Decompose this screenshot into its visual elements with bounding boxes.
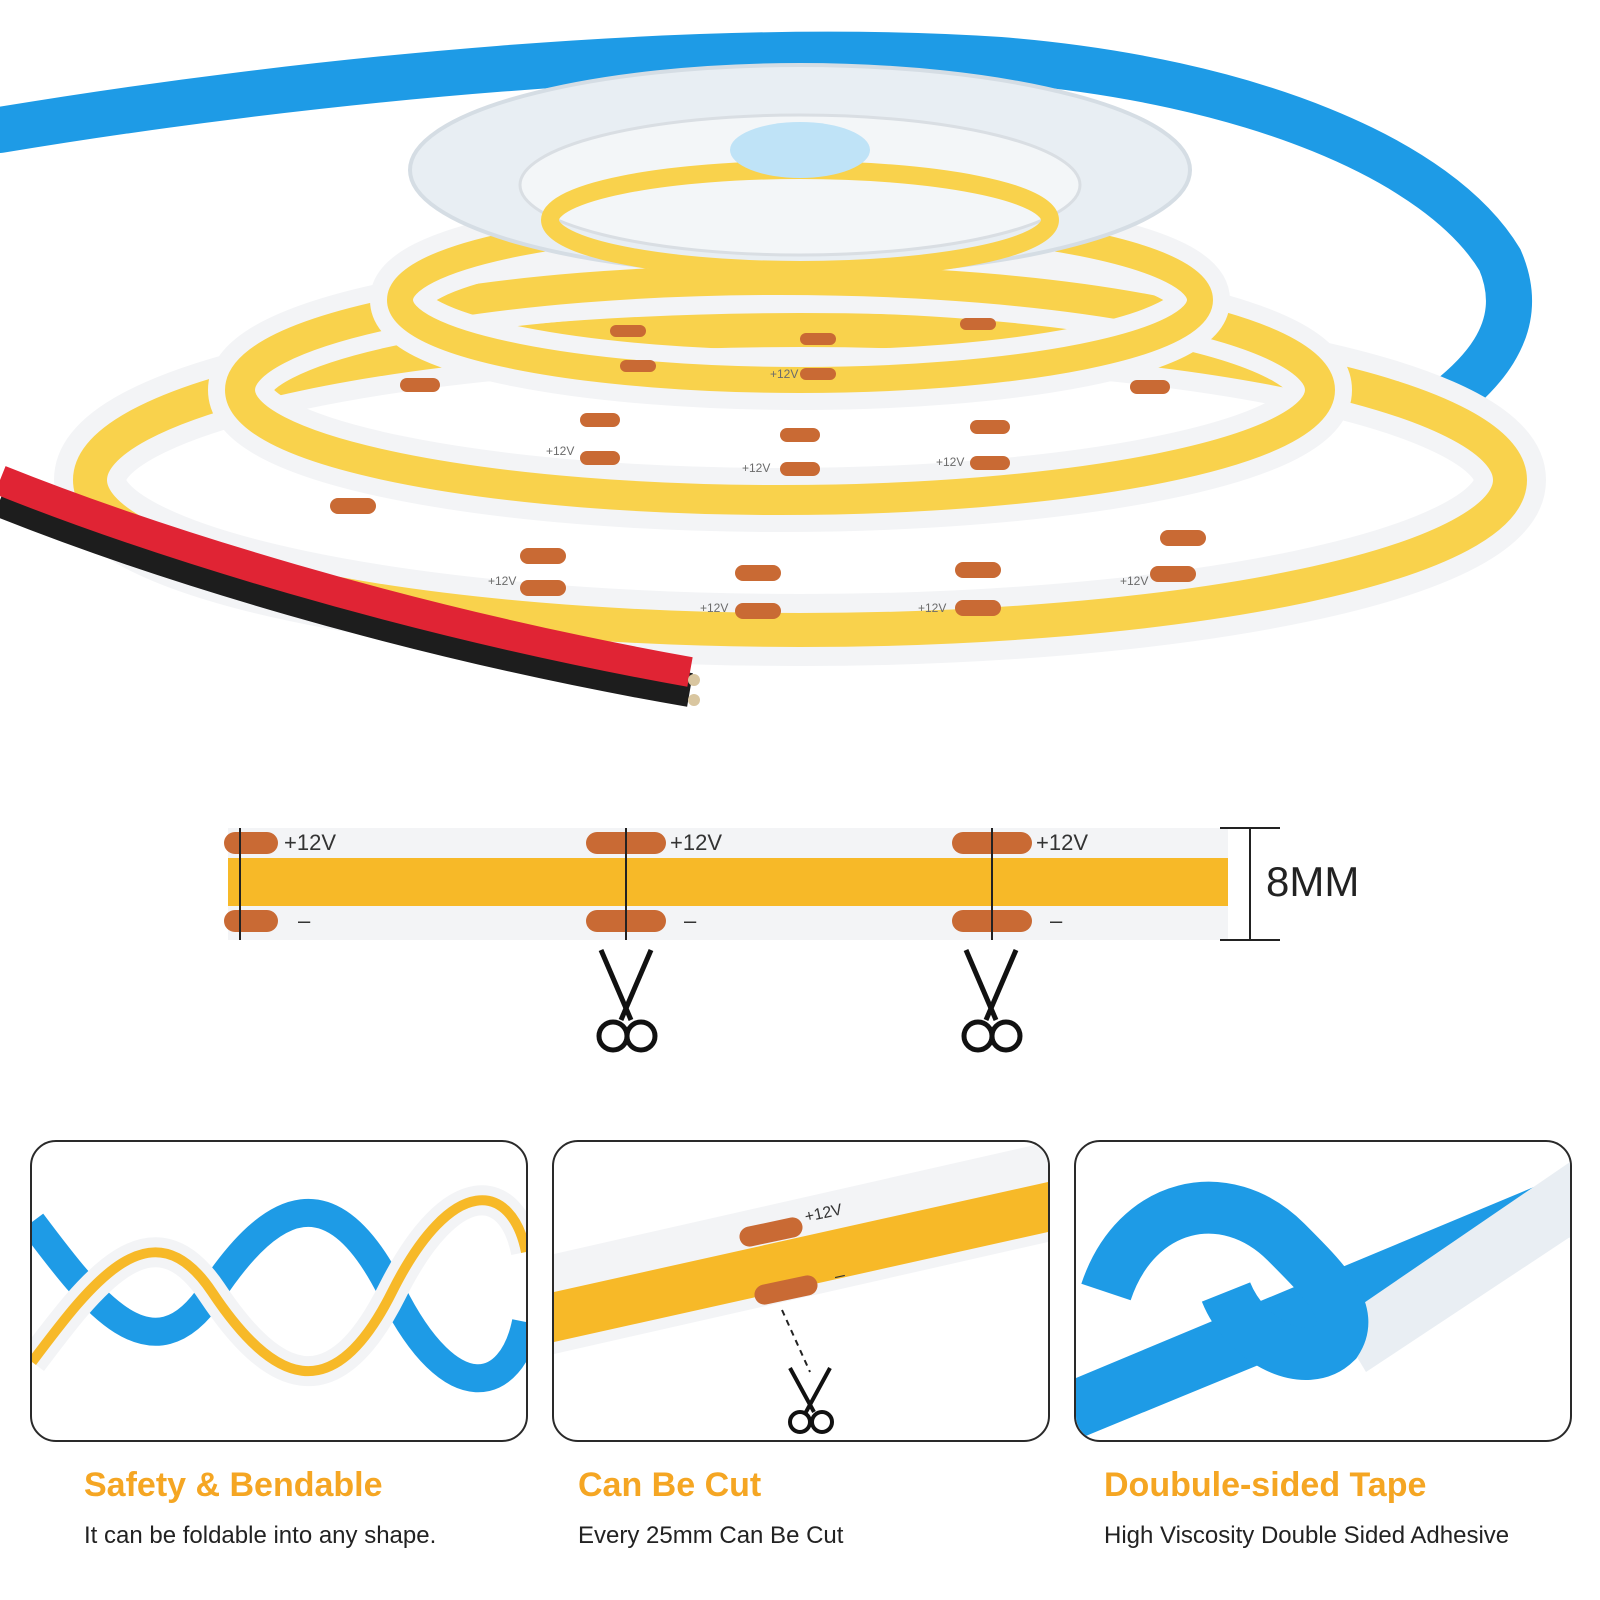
strip-diagram-svg: +12V +12V +12V – – – 8MM [224,827,1359,1053]
feature-title-bendable: Safety & Bendable [84,1466,383,1504]
plus-label-1: +12V [284,830,336,855]
tape-peel-illustration [1076,1162,1570,1440]
wire-red [0,466,693,687]
led-reel-illustration: +12V +12V +12V +12V +12V +12V +12V +12V [0,31,1546,707]
feature-desc-bendable: It can be foldable into any shape. [84,1522,437,1549]
plus-label-2: +12V [670,830,722,855]
scissors-icon [596,949,658,1053]
minus-label: – [1050,908,1063,933]
reel-hub-ring [518,113,1082,257]
spiral-strip-illustration [32,1185,526,1393]
minus-label: – [684,908,697,933]
wire-tip [688,694,700,706]
coil-led-mid [225,265,1335,515]
card-minus-label: – [833,1264,847,1286]
feature-desc-tape: High Viscosity Double Sided Adhesive [1104,1522,1510,1549]
feature-card-tape [1074,1140,1572,1442]
feature-card-cut: +12V – [552,1140,1050,1442]
cut-strip-illustration: +12V – [554,1142,1048,1434]
feature-title-cut: Can Be Cut [578,1466,762,1504]
wire-black [0,484,693,707]
dimension-bracket [1220,827,1280,941]
solder-pads [330,318,1206,619]
pad-label: +12V [1120,574,1148,588]
pad-label: +12V [936,455,964,469]
minus-label: – [298,908,311,933]
feature-card-bendable [30,1140,528,1442]
reel-center [730,122,870,178]
strip-led-band [228,858,1228,906]
wire-tip [688,674,700,686]
pad-label: +12V [546,444,574,458]
pad-label: +12V [742,461,770,475]
backing-tail [0,31,1532,443]
hero-led-strip-reel: +12V +12V +12V +12V +12V +12V +12V +12V [0,0,1600,740]
scissors-icon [961,949,1023,1053]
pad-label: +12V [770,367,798,381]
coil-led-outer [73,313,1527,647]
plus-label-3: +12V [1036,830,1088,855]
feature-desc-cut: Every 25mm Can Be Cut [578,1522,844,1549]
pad-label: +12V [918,601,946,615]
cut-lines [239,828,993,940]
scissors-icon [788,1367,834,1434]
width-label: 8MM [1266,858,1359,905]
feature-title-tape: Doubule-sided Tape [1104,1466,1427,1504]
strip-dimension-diagram: +12V +12V +12V – – – 8MM [200,820,1420,1060]
pad-label: +12V [700,601,728,615]
pad-label: +12V [488,574,516,588]
